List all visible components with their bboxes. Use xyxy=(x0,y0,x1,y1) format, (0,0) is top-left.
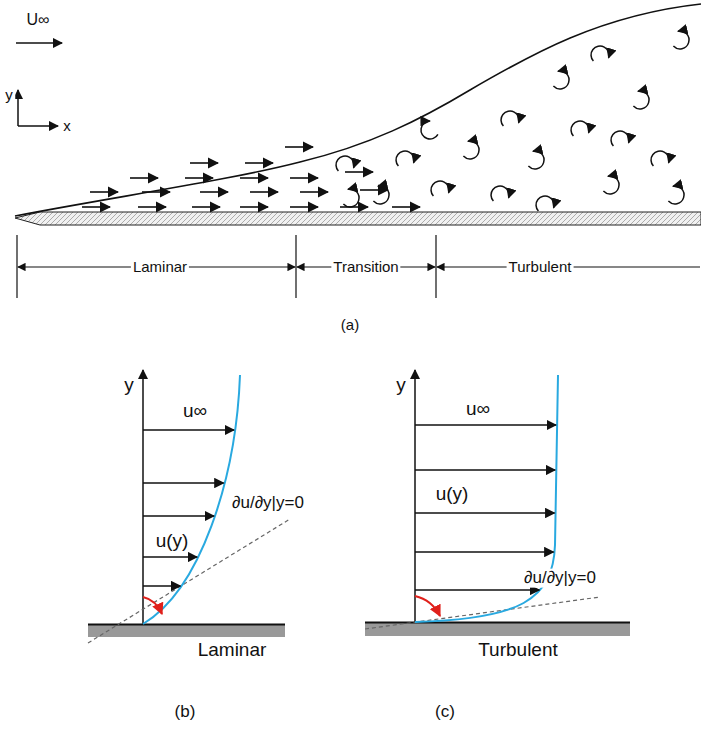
flat-plate xyxy=(15,212,701,225)
arrow xyxy=(415,424,556,426)
arrow xyxy=(360,189,388,191)
tangent-line xyxy=(365,597,600,629)
wall xyxy=(88,625,285,637)
arrow xyxy=(143,585,180,587)
gradient-label: ∂u/∂y|y=0 xyxy=(522,569,598,588)
arrow xyxy=(415,512,554,514)
arrow xyxy=(142,191,170,193)
wall-line xyxy=(88,624,285,626)
arrow xyxy=(415,551,554,553)
eddy-arrow xyxy=(431,181,449,196)
arrow xyxy=(290,206,318,208)
arrow xyxy=(300,191,328,193)
velocity-label: u(y) xyxy=(434,484,471,505)
arrow xyxy=(192,206,220,208)
arrow xyxy=(138,206,166,208)
boundary-layer-edge xyxy=(15,4,701,216)
arrow xyxy=(200,191,228,193)
arrow xyxy=(143,515,214,517)
eddy-arrow xyxy=(343,189,359,207)
y-axis xyxy=(17,90,19,126)
wall xyxy=(365,623,630,636)
wall-line xyxy=(365,622,630,624)
eddy-arrow xyxy=(373,186,389,204)
eddy-arrow xyxy=(553,71,569,89)
eddy-arrow xyxy=(591,46,609,61)
slope-arc xyxy=(143,597,162,614)
eddy-arrow xyxy=(633,91,649,109)
velocity-arrows xyxy=(415,425,556,590)
freestream-label: U∞ xyxy=(25,11,52,29)
velocity-arrows xyxy=(143,430,234,586)
velocity-label: u∞ xyxy=(464,399,492,420)
axis-label: y xyxy=(122,375,136,396)
freestream-arrow xyxy=(16,42,62,44)
x-axis xyxy=(18,125,58,127)
eddy-arrow xyxy=(421,121,438,139)
eddy-arrow xyxy=(463,141,479,159)
arrow xyxy=(415,469,555,471)
eddy-arrow xyxy=(491,186,509,201)
arrow xyxy=(143,429,234,431)
panel-label: (b) xyxy=(173,703,198,722)
laminar-arrows xyxy=(82,147,420,207)
arrow xyxy=(143,556,197,558)
arrow xyxy=(240,206,268,208)
arrow xyxy=(285,146,313,148)
arrow xyxy=(190,162,218,164)
eddy-arrow xyxy=(651,151,669,166)
panel-label: (c) xyxy=(433,703,457,722)
axis-label: x xyxy=(61,118,73,135)
eddy-arrow xyxy=(501,111,519,126)
arrow xyxy=(185,177,213,179)
eddy-arrow xyxy=(571,121,589,136)
arrow xyxy=(392,206,420,208)
arrow xyxy=(143,482,224,484)
region-label: Transition xyxy=(331,259,400,276)
arrow xyxy=(250,191,278,193)
region-label: Turbulent xyxy=(507,259,574,276)
eddy-arrow xyxy=(673,31,689,49)
eddy-arrow xyxy=(396,151,414,166)
arrow xyxy=(245,162,273,164)
eddy-arrow xyxy=(336,156,354,171)
eddy-arrow xyxy=(668,186,684,204)
arrow xyxy=(290,177,318,179)
arrow xyxy=(90,191,118,193)
velocity-label: u∞ xyxy=(181,401,209,422)
arrow xyxy=(130,177,158,179)
eddy-arrow xyxy=(528,151,544,169)
turbulent-eddies xyxy=(336,31,689,211)
region-dimensions xyxy=(17,235,700,298)
axis-label: y xyxy=(394,375,408,396)
region-label: Laminar xyxy=(131,259,189,276)
arrow xyxy=(345,171,373,173)
wall-label: Laminar xyxy=(196,640,269,661)
slope-arc xyxy=(415,596,440,616)
wall-label: Turbulent xyxy=(476,640,560,661)
tangent-line xyxy=(88,519,290,643)
arrow xyxy=(82,206,110,208)
eddy-arrow xyxy=(611,131,629,146)
y-axis xyxy=(414,370,416,623)
axis-label: y xyxy=(3,87,15,104)
eddy-arrow xyxy=(603,176,619,194)
gradient-label: ∂u/∂y|y=0 xyxy=(230,494,306,513)
velocity-label: u(y) xyxy=(154,531,191,552)
panel-label: (a) xyxy=(339,317,361,334)
arrow xyxy=(240,177,268,179)
eddy-arrow xyxy=(536,196,554,211)
arrow xyxy=(415,589,539,591)
velocity-profile xyxy=(143,375,240,624)
